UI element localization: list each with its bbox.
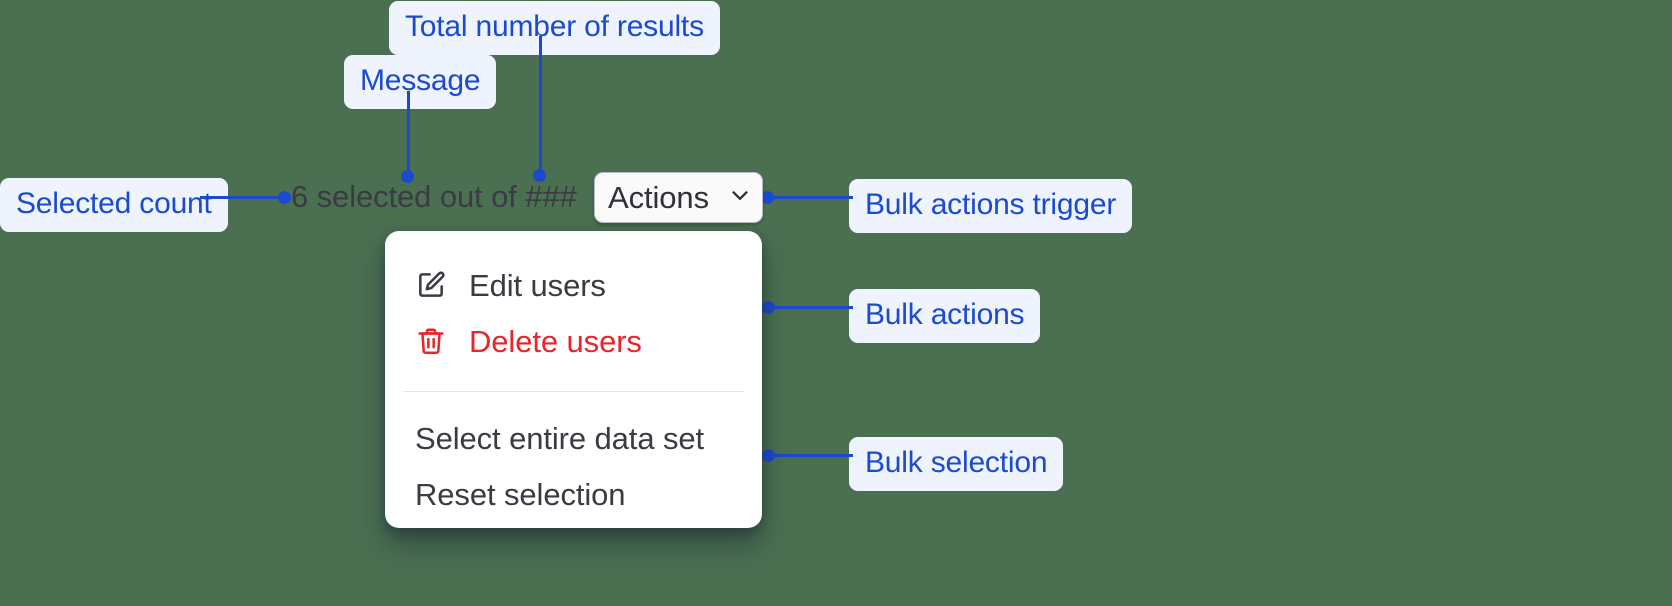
menu-item-reset-selection[interactable]: Reset selection: [385, 466, 762, 522]
connector-dot-selected-count: [278, 191, 291, 204]
menu-item-label: Select entire data set: [415, 420, 705, 456]
menu-item-edit-users[interactable]: Edit users: [385, 257, 762, 313]
annotation-chip-message: Message: [344, 55, 497, 109]
menu-item-select-entire-data-set[interactable]: Select entire data set: [385, 410, 762, 466]
annotation-chip-total-results: Total number of results: [389, 1, 720, 55]
trash-icon: [415, 325, 447, 357]
annotation-chip-bulk-selection: Bulk selection: [849, 437, 1064, 491]
connector-bulk-selection: [768, 454, 853, 457]
connector-bulk-actions-trigger: [767, 196, 853, 199]
edit-pencil-square-icon: [415, 269, 447, 301]
menu-separator: [403, 391, 744, 392]
selection-message: 6 selected out of ###: [291, 179, 577, 214]
menu-item-label: Delete users: [469, 323, 642, 359]
menu-item-label: Reset selection: [415, 476, 626, 512]
annotation-chip-bulk-actions: Bulk actions: [849, 289, 1041, 343]
connector-message: [407, 91, 410, 175]
connector-total-results: [539, 36, 542, 174]
chevron-down-icon: [727, 182, 753, 213]
connector-dot-message: [401, 170, 414, 183]
connector-bulk-actions: [768, 306, 853, 309]
bulk-actions-trigger-label: Actions: [608, 180, 709, 215]
bulk-actions-menu: Edit users Delete users Select entire da…: [385, 231, 762, 528]
connector-dot-bulk-actions-trigger: [761, 191, 774, 204]
connector-dot-bulk-selection: [762, 449, 775, 462]
menu-item-label: Edit users: [469, 267, 606, 303]
annotation-chip-selected-count: Selected count: [0, 178, 228, 232]
annotation-chip-bulk-actions-trigger: Bulk actions trigger: [849, 179, 1133, 233]
connector-dot-total-results: [533, 169, 546, 182]
connector-selected-count: [200, 196, 286, 199]
bulk-actions-trigger-button[interactable]: Actions: [594, 172, 763, 223]
menu-item-delete-users[interactable]: Delete users: [385, 313, 762, 369]
connector-dot-bulk-actions: [762, 301, 775, 314]
